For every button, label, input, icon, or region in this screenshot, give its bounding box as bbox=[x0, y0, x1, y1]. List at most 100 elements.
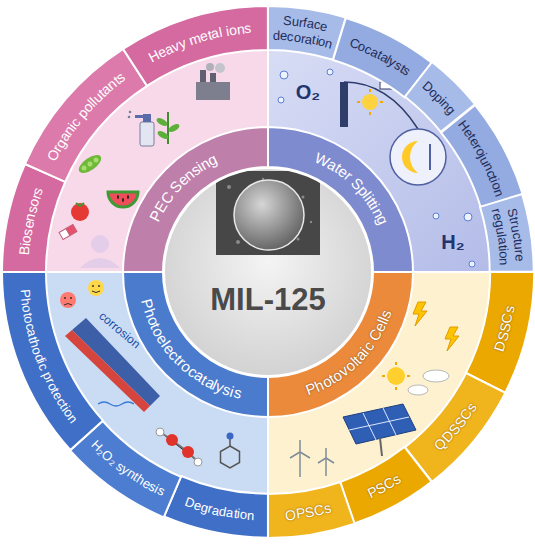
label-glyph: n bbox=[247, 507, 255, 523]
moon-cell-icon bbox=[429, 144, 431, 170]
factory-icon bbox=[196, 82, 230, 100]
segment-shape bbox=[2, 164, 65, 272]
face-icon bbox=[60, 292, 76, 308]
wind-turbine-icon bbox=[318, 448, 334, 463]
label-glyph: e bbox=[279, 28, 287, 44]
factory-icon bbox=[215, 63, 225, 73]
solar-panel-icon bbox=[343, 404, 416, 444]
oxygen-bubbles bbox=[327, 69, 333, 75]
topic-segment: OPSCs bbox=[266, 480, 357, 540]
spray-icon bbox=[140, 122, 154, 146]
factory-icon bbox=[206, 63, 214, 71]
segment-label: Organic pollutants bbox=[44, 68, 130, 165]
segment-label: OPSCs bbox=[281, 499, 337, 524]
illustration-ring bbox=[46, 50, 490, 494]
segment-label: Heavy metal ions bbox=[144, 19, 257, 65]
pollutant-molecule bbox=[221, 433, 240, 469]
wind-turbine-icon bbox=[290, 440, 310, 458]
quadrant-ground bbox=[46, 50, 490, 494]
segment-label: Water Splitting bbox=[313, 150, 392, 231]
segment-label: Doping bbox=[419, 78, 460, 119]
core-circle: MIL-125 bbox=[163, 167, 373, 377]
sun-icon bbox=[387, 367, 405, 385]
pill-icon bbox=[66, 225, 77, 236]
segment-shape bbox=[268, 127, 413, 272]
watermelon-icon bbox=[108, 192, 138, 207]
face-icon bbox=[64, 297, 66, 299]
spray-icon bbox=[129, 111, 132, 114]
tomato-icon bbox=[76, 203, 84, 206]
face-icon bbox=[98, 285, 100, 287]
plant-icon bbox=[167, 112, 169, 144]
plant-icon bbox=[155, 116, 168, 127]
peroxide-molecule bbox=[156, 428, 164, 436]
photoelectrode-icon bbox=[340, 82, 348, 127]
label-glyph: o bbox=[239, 507, 248, 523]
hydrogen-bubbles bbox=[464, 213, 472, 221]
moon-cell-icon bbox=[390, 129, 446, 185]
segment-shape bbox=[2, 272, 103, 450]
sem-image bbox=[297, 238, 300, 241]
hydrogen-bubbles bbox=[433, 213, 439, 219]
segment-shape bbox=[123, 272, 268, 417]
oxygen-bubbles bbox=[278, 97, 284, 103]
cloud-icon bbox=[408, 385, 428, 395]
label-glyph: n bbox=[496, 258, 512, 266]
sem-image bbox=[236, 240, 240, 244]
segment-label: PSCs bbox=[363, 470, 406, 502]
category-segment: Water Splitting bbox=[266, 125, 415, 274]
face-icon bbox=[70, 297, 72, 299]
tomato-icon bbox=[71, 203, 89, 221]
person-icon bbox=[80, 235, 120, 268]
spray-icon bbox=[128, 111, 154, 146]
pea-pod-icon bbox=[94, 158, 99, 163]
face-icon bbox=[64, 304, 72, 306]
peroxide-molecule bbox=[182, 446, 194, 458]
pollutant-molecule bbox=[221, 446, 240, 468]
segment-shape bbox=[266, 125, 415, 274]
lightning-icon bbox=[413, 302, 459, 351]
plant-icon bbox=[155, 112, 180, 144]
segment-label: DSSCs bbox=[491, 300, 518, 355]
sem-image bbox=[216, 171, 320, 255]
segment-shape bbox=[268, 482, 355, 538]
spray-icon bbox=[143, 114, 151, 122]
hydrogen-bubbles bbox=[469, 261, 475, 267]
segment-label: PEC Sensing bbox=[146, 150, 222, 225]
segment-shape bbox=[340, 447, 431, 524]
sun-icon bbox=[382, 362, 410, 390]
category-segment: PEC Sensing bbox=[121, 125, 270, 274]
sem-particle bbox=[234, 180, 304, 250]
topic-segment: Organic pollutants bbox=[23, 47, 149, 184]
oxygen-bubbles bbox=[278, 69, 333, 103]
watermelon-icon bbox=[122, 198, 124, 202]
segment-shape bbox=[441, 105, 523, 207]
segment-shape bbox=[121, 125, 270, 274]
pea-pod-icon bbox=[88, 162, 93, 167]
segment-shape bbox=[0, 270, 105, 452]
solar-panel-icon bbox=[380, 438, 382, 456]
tomato-icon bbox=[71, 203, 89, 221]
face-icon bbox=[88, 280, 104, 296]
segment-shape bbox=[123, 6, 268, 86]
segment-label: QDSSCs bbox=[431, 398, 480, 454]
moon-cell-icon bbox=[402, 141, 418, 173]
segment-label: H₂O₂ synthesis bbox=[88, 437, 170, 500]
sem-image bbox=[302, 196, 305, 199]
core-disk bbox=[164, 168, 372, 376]
face-icon bbox=[92, 285, 94, 287]
spray-icon bbox=[128, 116, 131, 119]
lightning-icon bbox=[445, 327, 459, 351]
watermelon-icon bbox=[117, 195, 119, 199]
wind-turbine-icon bbox=[325, 458, 327, 476]
watermelon-icon bbox=[127, 195, 129, 199]
cloud-icon bbox=[408, 370, 449, 395]
plant-icon bbox=[156, 129, 169, 140]
sem-image bbox=[310, 221, 312, 223]
segment-shape bbox=[268, 272, 413, 417]
segment-shape bbox=[123, 127, 268, 272]
photoelectrode-icon bbox=[362, 94, 378, 110]
segment-label: Photoelectrocatalysis bbox=[137, 294, 247, 403]
pollutant-molecule bbox=[227, 433, 234, 440]
